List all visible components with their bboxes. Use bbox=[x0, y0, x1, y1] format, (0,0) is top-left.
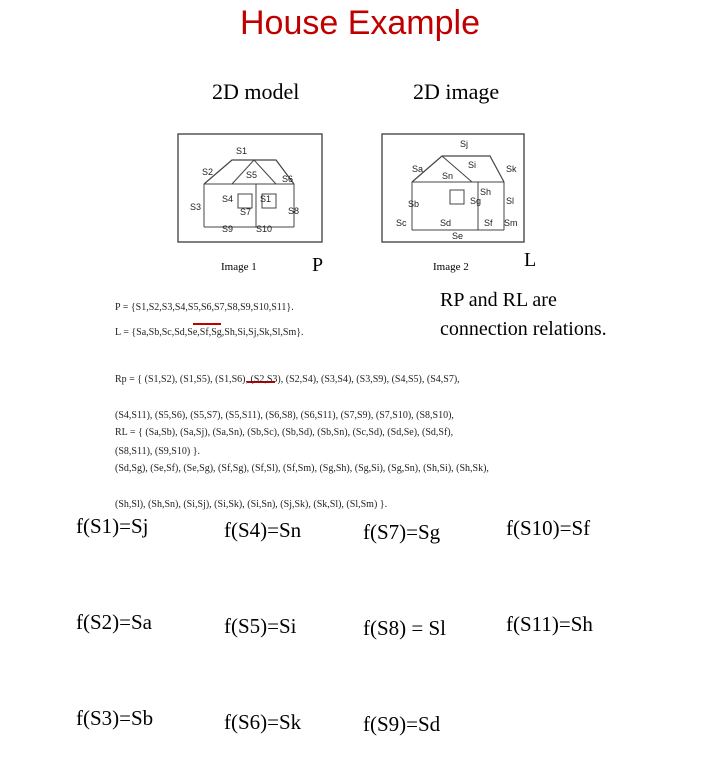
mapping-item: f(S10)=Sf bbox=[506, 516, 591, 540]
set-p: P = {S1,S2,S3,S4,S5,S6,S7,S8,S9,S10,S11}… bbox=[115, 302, 294, 313]
caption-2d-image: 2D image bbox=[413, 79, 500, 104]
mapping-column-3: f(S7)=Sg f(S8) = Sl f(S9)=Sd bbox=[363, 452, 446, 772]
mapping-item: f(S1)=Sj bbox=[76, 514, 149, 538]
set-l: L = {Sa,Sb,Sc,Sd,Se,Sf,Sg,Sh,Si,Sj,Sk,Sl… bbox=[115, 327, 304, 338]
mapping-column-1: f(S1)=Sj f(S2)=Sa f(S3)=Sb bbox=[76, 446, 153, 766]
image2-label: Image 2 bbox=[433, 261, 469, 273]
label-s1: S1 bbox=[236, 146, 247, 156]
relations-note-line-1: RP and RL are bbox=[440, 289, 557, 311]
label-s7: S7 bbox=[240, 207, 251, 217]
relations-note-line-2: connection relations. bbox=[440, 318, 607, 340]
relation-rl-line-1: RL = { (Sa,Sb), (Sa,Sj), (Sa,Sn), (Sb,Sc… bbox=[115, 427, 454, 438]
label-sb: Sb bbox=[408, 199, 419, 209]
label-sd: Sd bbox=[440, 218, 451, 228]
mapping-item: f(S7)=Sg bbox=[363, 520, 441, 544]
label-si: Si bbox=[468, 160, 476, 170]
label-s9: S9 bbox=[222, 224, 233, 234]
mapping-item: f(S2)=Sa bbox=[76, 610, 153, 634]
label-s5: S5 bbox=[246, 170, 257, 180]
label-s8: S8 bbox=[288, 206, 299, 216]
label-s6: S6 bbox=[282, 174, 293, 184]
caption-2d-model: 2D model bbox=[212, 79, 300, 104]
mapping-item: f(S3)=Sb bbox=[76, 706, 154, 730]
label-sc: Sc bbox=[396, 218, 407, 228]
marker-p: P bbox=[312, 254, 324, 276]
label-s2: S2 bbox=[202, 167, 213, 177]
mapping-item: f(S5)=Si bbox=[224, 614, 297, 638]
label-sk: Sk bbox=[506, 164, 517, 174]
relation-rl-line-2: (Sd,Sg), (Se,Sf), (Se,Sg), (Sf,Sg), (Sf,… bbox=[115, 463, 489, 474]
relation-rp: Rp = { (S1,S2), (S1,S5), (S1,S6), (S2,S3… bbox=[115, 350, 460, 470]
label-s4: S4 bbox=[222, 194, 233, 204]
relation-rl: RL = { (Sa,Sb), (Sa,Sj), (Sa,Sn), (Sb,Sc… bbox=[115, 403, 489, 523]
page-title: House Example bbox=[239, 4, 480, 42]
house-model-drawing: S1 S2 S5 S6 S4 S1 S3 S7 S8 S9 S10 bbox=[177, 133, 323, 243]
mapping-column-4: f(S10)=Sf f(S11)=Sh bbox=[506, 448, 593, 672]
image1-label: Image 1 bbox=[221, 261, 257, 273]
label-se: Se bbox=[452, 231, 463, 241]
relation-rl-line-3: (Sh,Sl), (Sh,Sn), (Si,Sj), (Si,Sk), (Si,… bbox=[115, 499, 388, 510]
label-sh: Sh bbox=[480, 187, 491, 197]
label-sa: Sa bbox=[412, 164, 423, 174]
relation-rp-line-3: (S8,S11), (S9,S10) }. bbox=[115, 446, 200, 457]
label-s1b: S1 bbox=[260, 194, 271, 204]
house-image-drawing: Sj Sa Si Sk Sn Sh Sg Sb Sl Sc Sd Sf Sm S… bbox=[381, 133, 525, 243]
relation-rp-line-1: Rp = { (S1,S2), (S1,S5), (S1,S6), (S2,S3… bbox=[115, 374, 460, 385]
relation-rp-line-2: (S4,S11), (S5,S6), (S5,S7), (S5,S11), (S… bbox=[115, 410, 454, 421]
mapping-item: f(S4)=Sn bbox=[224, 518, 302, 542]
label-s3: S3 bbox=[190, 202, 201, 212]
mapping-column-2: f(S4)=Sn f(S5)=Si f(S6)=Sk bbox=[224, 450, 301, 770]
label-sn: Sn bbox=[442, 171, 453, 181]
mapping-item: f(S9)=Sd bbox=[363, 712, 441, 736]
relations-note: RP and RL are connection relations. bbox=[440, 286, 607, 344]
mapping-item: f(S6)=Sk bbox=[224, 710, 302, 734]
highlight-underlines bbox=[193, 323, 275, 383]
mapping-item: f(S11)=Sh bbox=[506, 612, 593, 636]
label-s10: S10 bbox=[256, 224, 272, 234]
label-sl: Sl bbox=[506, 196, 514, 206]
label-sg: Sg bbox=[470, 196, 481, 206]
label-sf: Sf bbox=[484, 218, 493, 228]
marker-l: L bbox=[524, 249, 537, 271]
label-sm: Sm bbox=[504, 218, 518, 228]
label-sj: Sj bbox=[460, 139, 468, 149]
mapping-item: f(S8) = Sl bbox=[363, 616, 447, 640]
